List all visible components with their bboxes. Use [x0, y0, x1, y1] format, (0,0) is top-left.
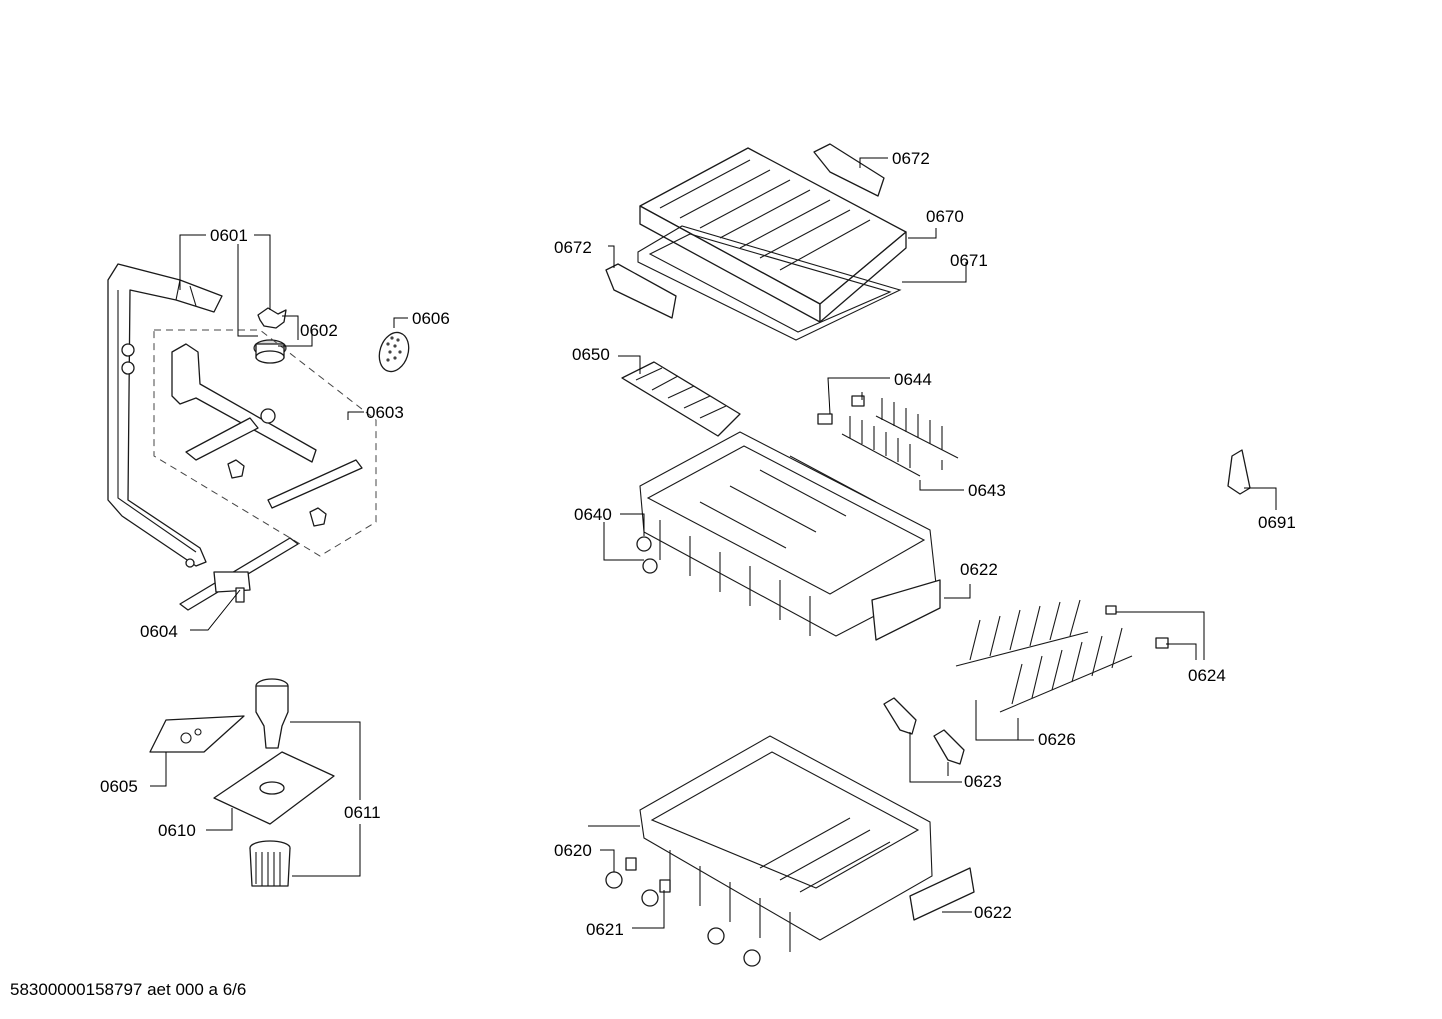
callout-0640: 0640 — [574, 505, 612, 524]
flat-filter-0610[interactable] — [213, 751, 335, 825]
leader-lines — [150, 157, 1277, 929]
callout-0605: 0605 — [100, 777, 138, 796]
callout-0611: 0611 — [344, 803, 381, 822]
callout-0650: 0650 — [572, 345, 610, 364]
callout-0672-left: 0672 — [554, 238, 592, 257]
callout-0670: 0670 — [926, 207, 964, 226]
cutlery-drawer-0670[interactable] — [639, 147, 907, 323]
wheels-0621[interactable] — [605, 857, 761, 967]
callout-0610: 0610 — [158, 821, 196, 840]
assembly-group-0603 — [153, 329, 377, 557]
callout-0622-upper: 0622 — [960, 560, 998, 579]
callout-0672-right: 0672 — [892, 149, 930, 168]
tine-rack-0626[interactable] — [955, 599, 1133, 713]
drawer-rail-frame-0671[interactable] — [637, 225, 902, 341]
lower-spray-arm-0604[interactable] — [179, 537, 299, 611]
lower-basket-0620[interactable] — [639, 735, 933, 952]
filter-disc-0606[interactable] — [375, 329, 414, 376]
basket-handle-0622-upper[interactable] — [871, 579, 941, 641]
drawer-bracket-0672-left[interactable] — [605, 263, 677, 319]
callout-0602: 0602 — [300, 321, 338, 340]
upper-spray-arm-assembly[interactable] — [171, 343, 363, 527]
tine-rack-0643[interactable] — [841, 398, 959, 477]
filter-cover-0605[interactable] — [149, 715, 245, 753]
callout-0623: 0623 — [964, 772, 1002, 791]
callout-0624: 0624 — [1188, 666, 1226, 685]
callout-0643: 0643 — [968, 481, 1006, 500]
callout-0621: 0621 — [586, 920, 624, 939]
callout-0644: 0644 — [894, 370, 932, 389]
clip-0624[interactable] — [1105, 605, 1169, 649]
callout-0603: 0603 — [366, 403, 404, 422]
spray-arm-supply-pipe[interactable] — [107, 263, 223, 568]
drawer-bracket-0672-right[interactable] — [813, 143, 885, 197]
callout-0622-lower: 0622 — [974, 903, 1012, 922]
document-reference-code: 58300000158797 aet 000 a 6/6 — [10, 980, 247, 999]
hook-0691[interactable] — [1227, 449, 1251, 495]
callout-0691: 0691 — [1258, 513, 1296, 532]
upper-basket-0640[interactable] — [636, 431, 937, 637]
callout-0626: 0626 — [1038, 730, 1076, 749]
callout-labels: 0601 0602 0603 0604 0605 0606 0610 0611 … — [100, 149, 1296, 939]
filter-cylinder-0611[interactable] — [249, 678, 291, 887]
rack-adjuster-0623[interactable] — [883, 697, 965, 765]
cup-shelf-0650[interactable] — [621, 361, 741, 437]
callout-0671: 0671 — [950, 251, 988, 270]
callout-0606: 0606 — [412, 309, 450, 328]
callout-0601: 0601 — [210, 226, 248, 245]
callout-0604: 0604 — [140, 622, 178, 641]
callout-0620: 0620 — [554, 841, 592, 860]
impeller-0602[interactable] — [253, 307, 287, 364]
clip-0644[interactable] — [817, 395, 865, 425]
basket-handle-0622-lower[interactable] — [909, 867, 975, 921]
